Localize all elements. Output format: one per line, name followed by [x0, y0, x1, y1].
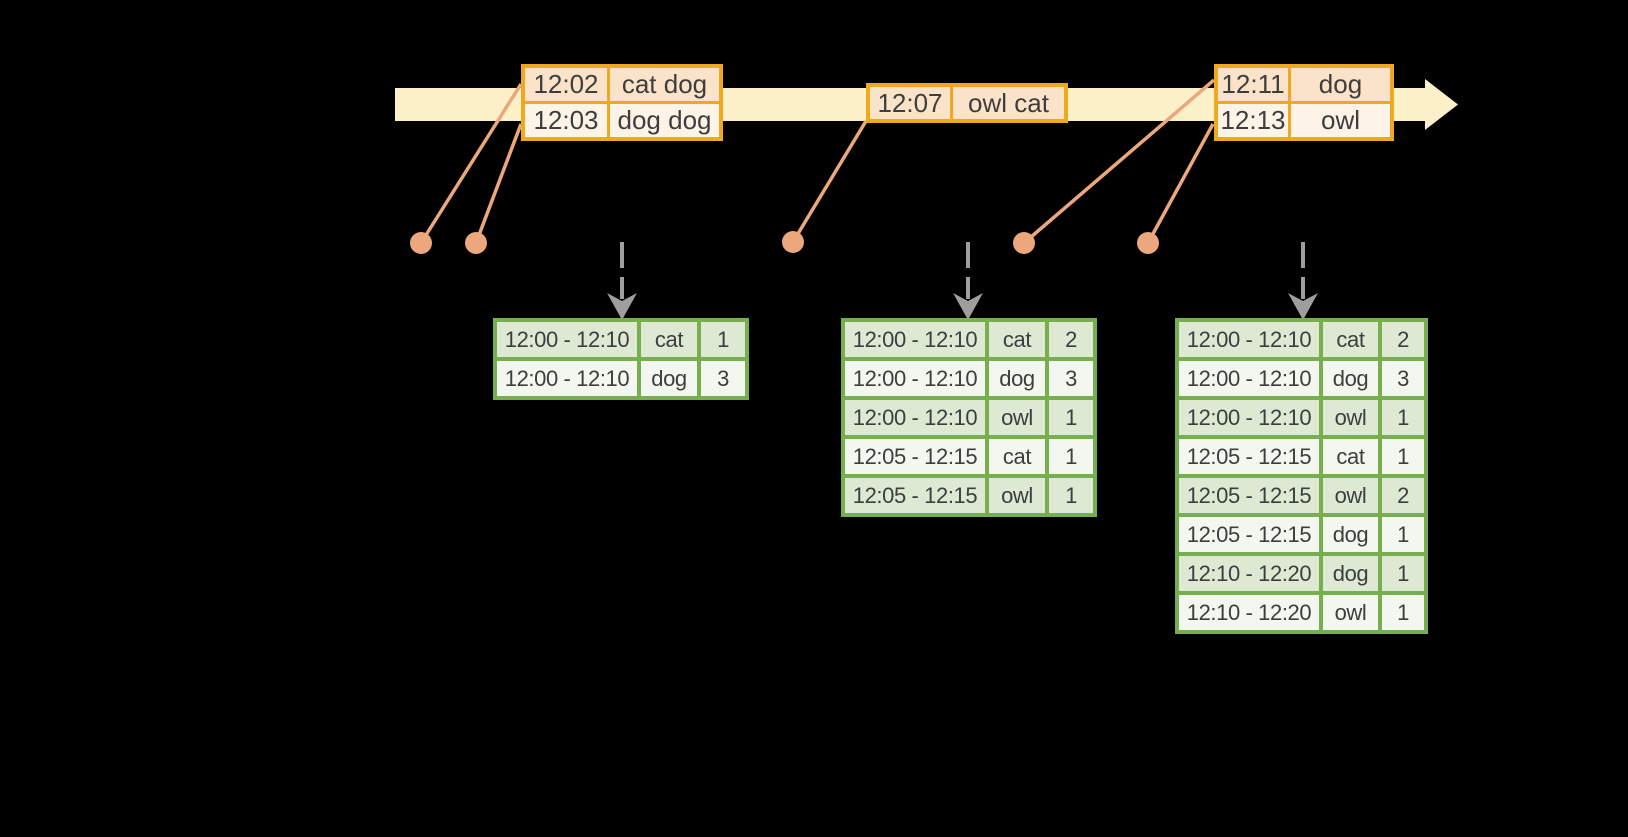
- result-count-cell: 1: [1382, 439, 1424, 474]
- event-words-cell: owl: [1291, 104, 1390, 137]
- event-time-cell: 12:13: [1218, 104, 1288, 137]
- result-window-cell: 12:00 - 12:10: [845, 400, 985, 435]
- result-count-cell: 1: [1049, 400, 1093, 435]
- result-word-cell: cat: [989, 439, 1045, 474]
- connector-lines: [419, 78, 1216, 245]
- trigger-arrows: [620, 242, 1305, 299]
- event-dot: [1137, 232, 1159, 254]
- timeline-arrowhead-icon: [1425, 79, 1458, 130]
- arrow-down-icon: [607, 293, 637, 320]
- result-count-cell: 1: [1049, 439, 1093, 474]
- result-word-cell: cat: [1323, 439, 1378, 474]
- arrow-down-icon: [953, 293, 983, 320]
- event-dot: [1013, 232, 1035, 254]
- event-dots: [410, 231, 1159, 254]
- event-dot: [782, 231, 804, 253]
- result-count-cell: 1: [1382, 595, 1424, 630]
- result-word-cell: dog: [989, 361, 1045, 396]
- event-dot: [410, 232, 432, 254]
- result-window-cell: 12:00 - 12:10: [845, 322, 985, 357]
- result-window-cell: 12:00 - 12:10: [845, 361, 985, 396]
- result-count-cell: 2: [1049, 322, 1093, 357]
- result-word-cell: dog: [1323, 556, 1378, 591]
- event-words-cell: dog: [1291, 68, 1390, 101]
- result-window-cell: 12:05 - 12:15: [1179, 517, 1319, 552]
- result-count-cell: 1: [1049, 478, 1093, 513]
- result-word-cell: owl: [989, 478, 1045, 513]
- event-words-cell: owl cat: [953, 87, 1064, 119]
- event-table-3: 12:11 dog 12:13 owl: [1214, 64, 1394, 141]
- event-time-cell: 12:02: [525, 68, 607, 101]
- result-table-2: 12:00 - 12:10 cat 2 12:00 - 12:10 dog 3 …: [841, 318, 1097, 517]
- result-window-cell: 12:00 - 12:10: [1179, 322, 1319, 357]
- result-count-cell: 1: [701, 322, 745, 357]
- connector-line: [474, 123, 523, 244]
- result-window-cell: 12:00 - 12:10: [497, 322, 637, 357]
- result-word-cell: cat: [1323, 322, 1378, 357]
- result-window-cell: 12:10 - 12:20: [1179, 556, 1319, 591]
- connector-line: [1022, 78, 1216, 245]
- event-table-2: 12:07 owl cat: [866, 83, 1068, 123]
- result-count-cell: 3: [1382, 361, 1424, 396]
- result-count-cell: 1: [1382, 517, 1424, 552]
- result-word-cell: dog: [641, 361, 697, 396]
- result-word-cell: owl: [1323, 400, 1378, 435]
- result-count-cell: 1: [1382, 556, 1424, 591]
- result-count-cell: 2: [1382, 322, 1424, 357]
- result-count-cell: 2: [1382, 478, 1424, 513]
- event-time-cell: 12:07: [870, 87, 950, 119]
- connector-line: [1146, 123, 1215, 244]
- result-count-cell: 1: [1382, 400, 1424, 435]
- result-word-cell: cat: [641, 322, 697, 357]
- result-window-cell: 12:05 - 12:15: [1179, 478, 1319, 513]
- event-words-cell: cat dog: [610, 68, 719, 101]
- result-word-cell: owl: [989, 400, 1045, 435]
- result-window-cell: 12:00 - 12:10: [1179, 361, 1319, 396]
- result-table-3: 12:00 - 12:10 cat 2 12:00 - 12:10 dog 3 …: [1175, 318, 1428, 634]
- result-count-cell: 3: [701, 361, 745, 396]
- connector-line: [791, 120, 868, 243]
- result-window-cell: 12:05 - 12:15: [845, 478, 985, 513]
- result-window-cell: 12:00 - 12:10: [497, 361, 637, 396]
- event-time-cell: 12:03: [525, 104, 607, 137]
- result-count-cell: 3: [1049, 361, 1093, 396]
- event-time-cell: 12:11: [1218, 68, 1288, 101]
- result-word-cell: dog: [1323, 517, 1378, 552]
- arrow-down-icon: [1288, 293, 1318, 320]
- result-window-cell: 12:05 - 12:15: [845, 439, 985, 474]
- connector-line: [419, 83, 523, 244]
- event-table-1: 12:02 cat dog 12:03 dog dog: [521, 64, 723, 141]
- trigger-arrowheads: [607, 293, 1318, 320]
- result-word-cell: owl: [1323, 595, 1378, 630]
- event-words-cell: dog dog: [610, 104, 719, 137]
- result-word-cell: dog: [1323, 361, 1378, 396]
- result-window-cell: 12:00 - 12:10: [1179, 400, 1319, 435]
- result-window-cell: 12:05 - 12:15: [1179, 439, 1319, 474]
- result-word-cell: cat: [989, 322, 1045, 357]
- result-table-1: 12:00 - 12:10 cat 1 12:00 - 12:10 dog 3: [493, 318, 749, 400]
- result-window-cell: 12:10 - 12:20: [1179, 595, 1319, 630]
- result-word-cell: owl: [1323, 478, 1378, 513]
- event-dot: [465, 232, 487, 254]
